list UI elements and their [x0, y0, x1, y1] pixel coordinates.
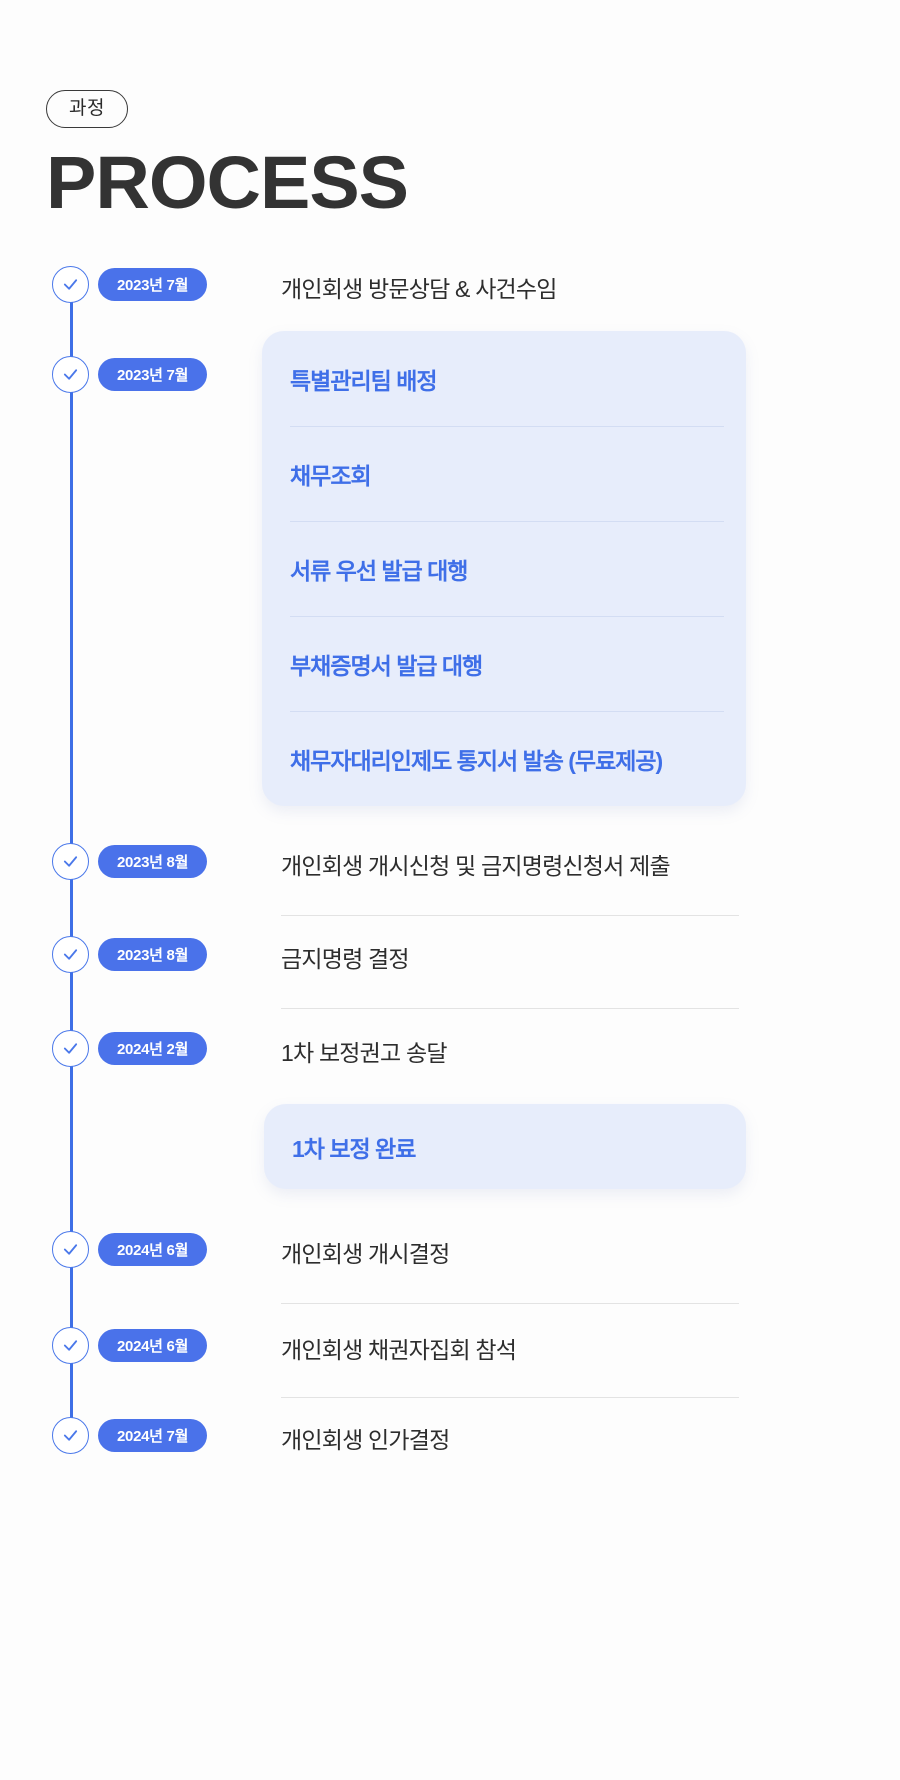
timeline-date-2: 2023년 7월 [98, 358, 208, 391]
timeline-node-4 [52, 936, 89, 973]
timeline-title-6: 개인회생 개시결정 [281, 1241, 450, 1267]
service-card-item-1: 특별관리팀 배정 [290, 367, 438, 394]
timeline-node-7 [52, 1327, 89, 1364]
timeline-date-7: 2024년 6월 [98, 1329, 208, 1362]
correction-card: 1차 보정 완료 [264, 1104, 746, 1189]
timeline-date-3: 2023년 8월 [98, 845, 208, 878]
service-card-divider-2 [290, 521, 724, 522]
timeline-divider-7 [281, 1397, 739, 1398]
timeline-node-8 [52, 1417, 89, 1454]
check-icon [63, 1430, 78, 1441]
timeline-title-3: 개인회생 개시신청 및 금지명령신청서 제출 [281, 853, 671, 879]
timeline-node-6 [52, 1231, 89, 1268]
service-card-item-2: 채무조회 [290, 463, 372, 489]
check-icon [63, 856, 78, 867]
service-card-divider-4 [290, 711, 724, 712]
service-card: 특별관리팀 배정 채무조회 서류 우선 발급 대행 부채증명서 발급 대행 채무… [262, 331, 746, 806]
check-icon [63, 1340, 78, 1351]
timeline-title-8: 개인회생 인가결정 [281, 1427, 450, 1453]
page-header: 과정 PROCESS [46, 90, 409, 220]
service-card-divider-1 [290, 426, 724, 427]
timeline-node-5 [52, 1030, 89, 1067]
page-title: PROCESS [46, 141, 409, 224]
check-icon [63, 949, 78, 960]
timeline-title-4: 금지명령 결정 [281, 946, 410, 972]
timeline-divider-6 [281, 1303, 739, 1304]
check-icon [63, 1244, 78, 1255]
section-badge: 과정 [46, 90, 128, 128]
service-card-item-5: 채무자대리인제도 통지서 발송 (무료제공) [290, 748, 663, 774]
timeline-title-7: 개인회생 채권자집회 참석 [281, 1337, 517, 1363]
timeline-title-5: 1차 보정권고 송달 [281, 1040, 448, 1066]
timeline-date-5: 2024년 2월 [98, 1032, 208, 1065]
timeline-date-4: 2023년 8월 [98, 938, 208, 971]
check-icon [63, 1043, 78, 1054]
timeline-divider-3 [281, 915, 739, 916]
check-icon [63, 369, 78, 380]
timeline-date-8: 2024년 7월 [98, 1419, 208, 1452]
timeline-date-1: 2023년 7월 [98, 268, 208, 301]
timeline-date-6: 2024년 6월 [98, 1233, 208, 1266]
timeline-node-2 [52, 356, 89, 393]
check-icon [63, 279, 78, 290]
timeline-divider-4 [281, 1008, 739, 1009]
service-card-divider-3 [290, 616, 724, 617]
correction-card-item-1: 1차 보정 완료 [292, 1135, 416, 1162]
service-card-item-4: 부채증명서 발급 대행 [290, 653, 483, 679]
timeline-node-1 [52, 266, 89, 303]
service-card-item-3: 서류 우선 발급 대행 [290, 558, 468, 584]
timeline-node-3 [52, 843, 89, 880]
timeline-title-1: 개인회생 방문상담 & 사건수임 [281, 276, 557, 302]
